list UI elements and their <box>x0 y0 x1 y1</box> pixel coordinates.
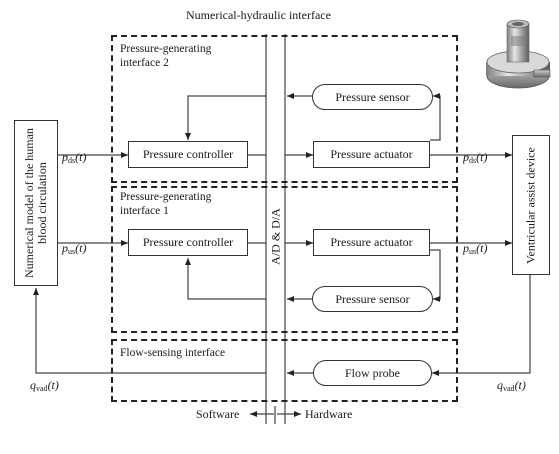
pgi1-pressure-controller-label: Pressure controller <box>142 235 234 249</box>
hardware-label: Hardware <box>305 407 353 421</box>
pgi1-label-line1: Pressure-generating <box>120 191 212 203</box>
pgi2-pressure-actuator: Pressure actuator <box>313 141 430 168</box>
vad-block: Ventricular assist device <box>512 135 550 275</box>
wire-bar-to-model <box>33 288 266 374</box>
numerical-model-block: Numerical model of the human blood circu… <box>14 120 58 286</box>
pgi1-label-line2: interface 1 <box>120 205 169 217</box>
pgi2-pressure-controller: Pressure controller <box>128 141 248 168</box>
flow-label: Flow-sensing interface <box>120 347 226 359</box>
signal-p-us-left: pus(t) <box>62 241 87 256</box>
wire-bar-to-controller2 <box>185 95 266 140</box>
pgi1-pressure-actuator-label: Pressure actuator <box>330 235 413 249</box>
pgi2-pressure-actuator-label: Pressure actuator <box>330 147 413 161</box>
wire-actuator1-to-sensor1 <box>430 249 441 302</box>
pgi2-label-line1: Pressure-generating <box>120 43 212 55</box>
ad-da-label: A/D & D/A <box>268 208 283 265</box>
numerical-model-label: Numerical model of the human blood circu… <box>22 128 49 278</box>
signal-p-ds-left: pds(t) <box>62 150 87 165</box>
pgi1-pressure-actuator: Pressure actuator <box>313 229 430 256</box>
wire-vad-to-flow-probe <box>432 275 531 376</box>
signal-q-vad-left: qvad(t) <box>30 378 59 393</box>
pgi1-region <box>111 186 458 333</box>
pgi2-pressure-sensor-label: Pressure sensor <box>335 89 410 104</box>
wire-actuator2-to-sensor2 <box>430 93 441 141</box>
pgi2-label-line2: interface 2 <box>120 57 169 69</box>
vad-device-icon <box>486 19 551 89</box>
signal-q-vad-right: qvad(t) <box>497 378 526 393</box>
software-label: Software <box>196 407 240 421</box>
wire-bar-to-controller1 <box>185 258 266 300</box>
pgi2-region <box>111 35 458 183</box>
pgi1-pressure-sensor-label: Pressure sensor <box>335 291 410 306</box>
pgi1-pressure-sensor: Pressure sensor <box>312 286 433 312</box>
signal-p-us-right: pus(t) <box>463 241 488 256</box>
flow-region <box>111 339 458 402</box>
pgi2-pressure-controller-label: Pressure controller <box>142 147 234 161</box>
pgi2-pressure-sensor: Pressure sensor <box>312 84 433 110</box>
flow-probe: Flow probe <box>313 360 432 386</box>
signal-p-ds-right: pds(t) <box>463 150 488 165</box>
vad-label: Ventricular assist device <box>523 146 538 264</box>
pgi1-pressure-controller: Pressure controller <box>128 229 248 256</box>
flow-probe-label: Flow probe <box>345 365 400 380</box>
diagram-title: Numerical-hydraulic interface <box>186 8 331 22</box>
